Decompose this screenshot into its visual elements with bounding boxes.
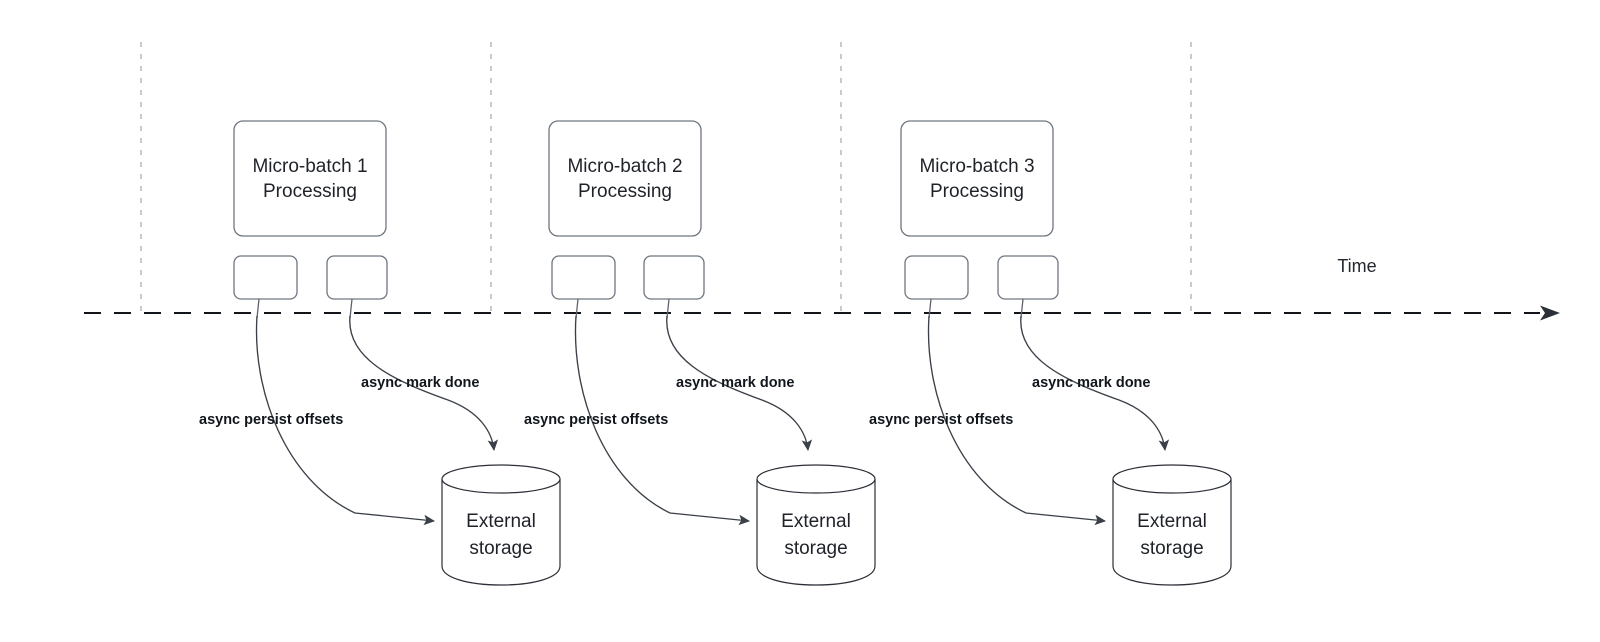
timeline-arrowhead (1540, 305, 1560, 321)
task-box-1b-stem (349, 298, 353, 319)
external-storage-2-label-line1: External (781, 511, 851, 532)
external-storage-1-label-line1: External (466, 511, 536, 532)
external-storage-3[interactable]: External storage (1112, 464, 1232, 586)
external-storage-1-body (441, 479, 561, 586)
task-box-1b[interactable] (326, 255, 388, 300)
async-persist-offsets-2-edge (574, 315, 751, 526)
external-storage-3-body (1112, 479, 1232, 586)
async-mark-done-2-edge (666, 315, 813, 452)
batch-group-3: Micro-batch 3 Processing External storag… (869, 120, 1232, 586)
external-storage-1-top (441, 464, 561, 494)
task-box-2b[interactable] (643, 255, 705, 300)
task-box-2a-stem (575, 298, 579, 319)
micro-batch-3-box[interactable] (900, 120, 1054, 237)
task-box-3b[interactable] (997, 255, 1059, 300)
external-storage-2[interactable]: External storage (756, 464, 876, 586)
task-box-1a-stem (256, 298, 260, 319)
async-persist-offsets-2-label: async persist offsets (524, 412, 668, 428)
batch-group-1: Micro-batch 1 Processing External storag… (199, 120, 561, 586)
micro-batch-2-label-line1: Micro-batch 2 (567, 156, 682, 177)
micro-batch-1-label-line1: Micro-batch 1 (252, 156, 367, 177)
time-axis-label: Time (1337, 256, 1376, 276)
async-persist-offsets-3-label: async persist offsets (869, 412, 1013, 428)
external-storage-1-label-line2: storage (469, 538, 532, 559)
micro-batch-1-label-line2: Processing (263, 181, 357, 202)
task-box-1a[interactable] (233, 255, 298, 300)
micro-batch-2-label-line2: Processing (578, 181, 672, 202)
divider-group (140, 42, 1192, 313)
async-mark-done-2-label: async mark done (676, 375, 794, 391)
micro-batch-2-box[interactable] (548, 120, 702, 237)
task-box-3a-stem (928, 298, 932, 319)
external-storage-2-label-line2: storage (784, 538, 847, 559)
external-storage-2-top (756, 464, 876, 494)
async-mark-done-3-edge (1020, 315, 1170, 452)
external-storage-2-body (756, 479, 876, 586)
time-axis (84, 305, 1560, 321)
external-storage-1[interactable]: External storage (441, 464, 561, 586)
batch-group-2: Micro-batch 2 Processing External storag… (524, 120, 876, 586)
external-storage-3-label-line2: storage (1140, 538, 1203, 559)
micro-batch-3-label-line1: Micro-batch 3 (919, 156, 1034, 177)
async-persist-offsets-3-edge (927, 315, 1107, 526)
async-persist-offsets-1-edge (255, 315, 436, 526)
micro-batch-3-label-line2: Processing (930, 181, 1024, 202)
task-box-2b-stem (666, 298, 670, 319)
async-mark-done-1-edge (349, 315, 499, 452)
task-box-3b-stem (1020, 298, 1024, 319)
async-mark-done-1-label: async mark done (361, 375, 479, 391)
async-mark-done-3-label: async mark done (1032, 375, 1150, 391)
external-storage-3-label-line1: External (1137, 511, 1207, 532)
task-box-2a[interactable] (551, 255, 616, 300)
async-persist-offsets-1-label: async persist offsets (199, 412, 343, 428)
micro-batch-1-box[interactable] (233, 120, 387, 237)
task-box-3a[interactable] (904, 255, 969, 300)
external-storage-3-top (1112, 464, 1232, 494)
